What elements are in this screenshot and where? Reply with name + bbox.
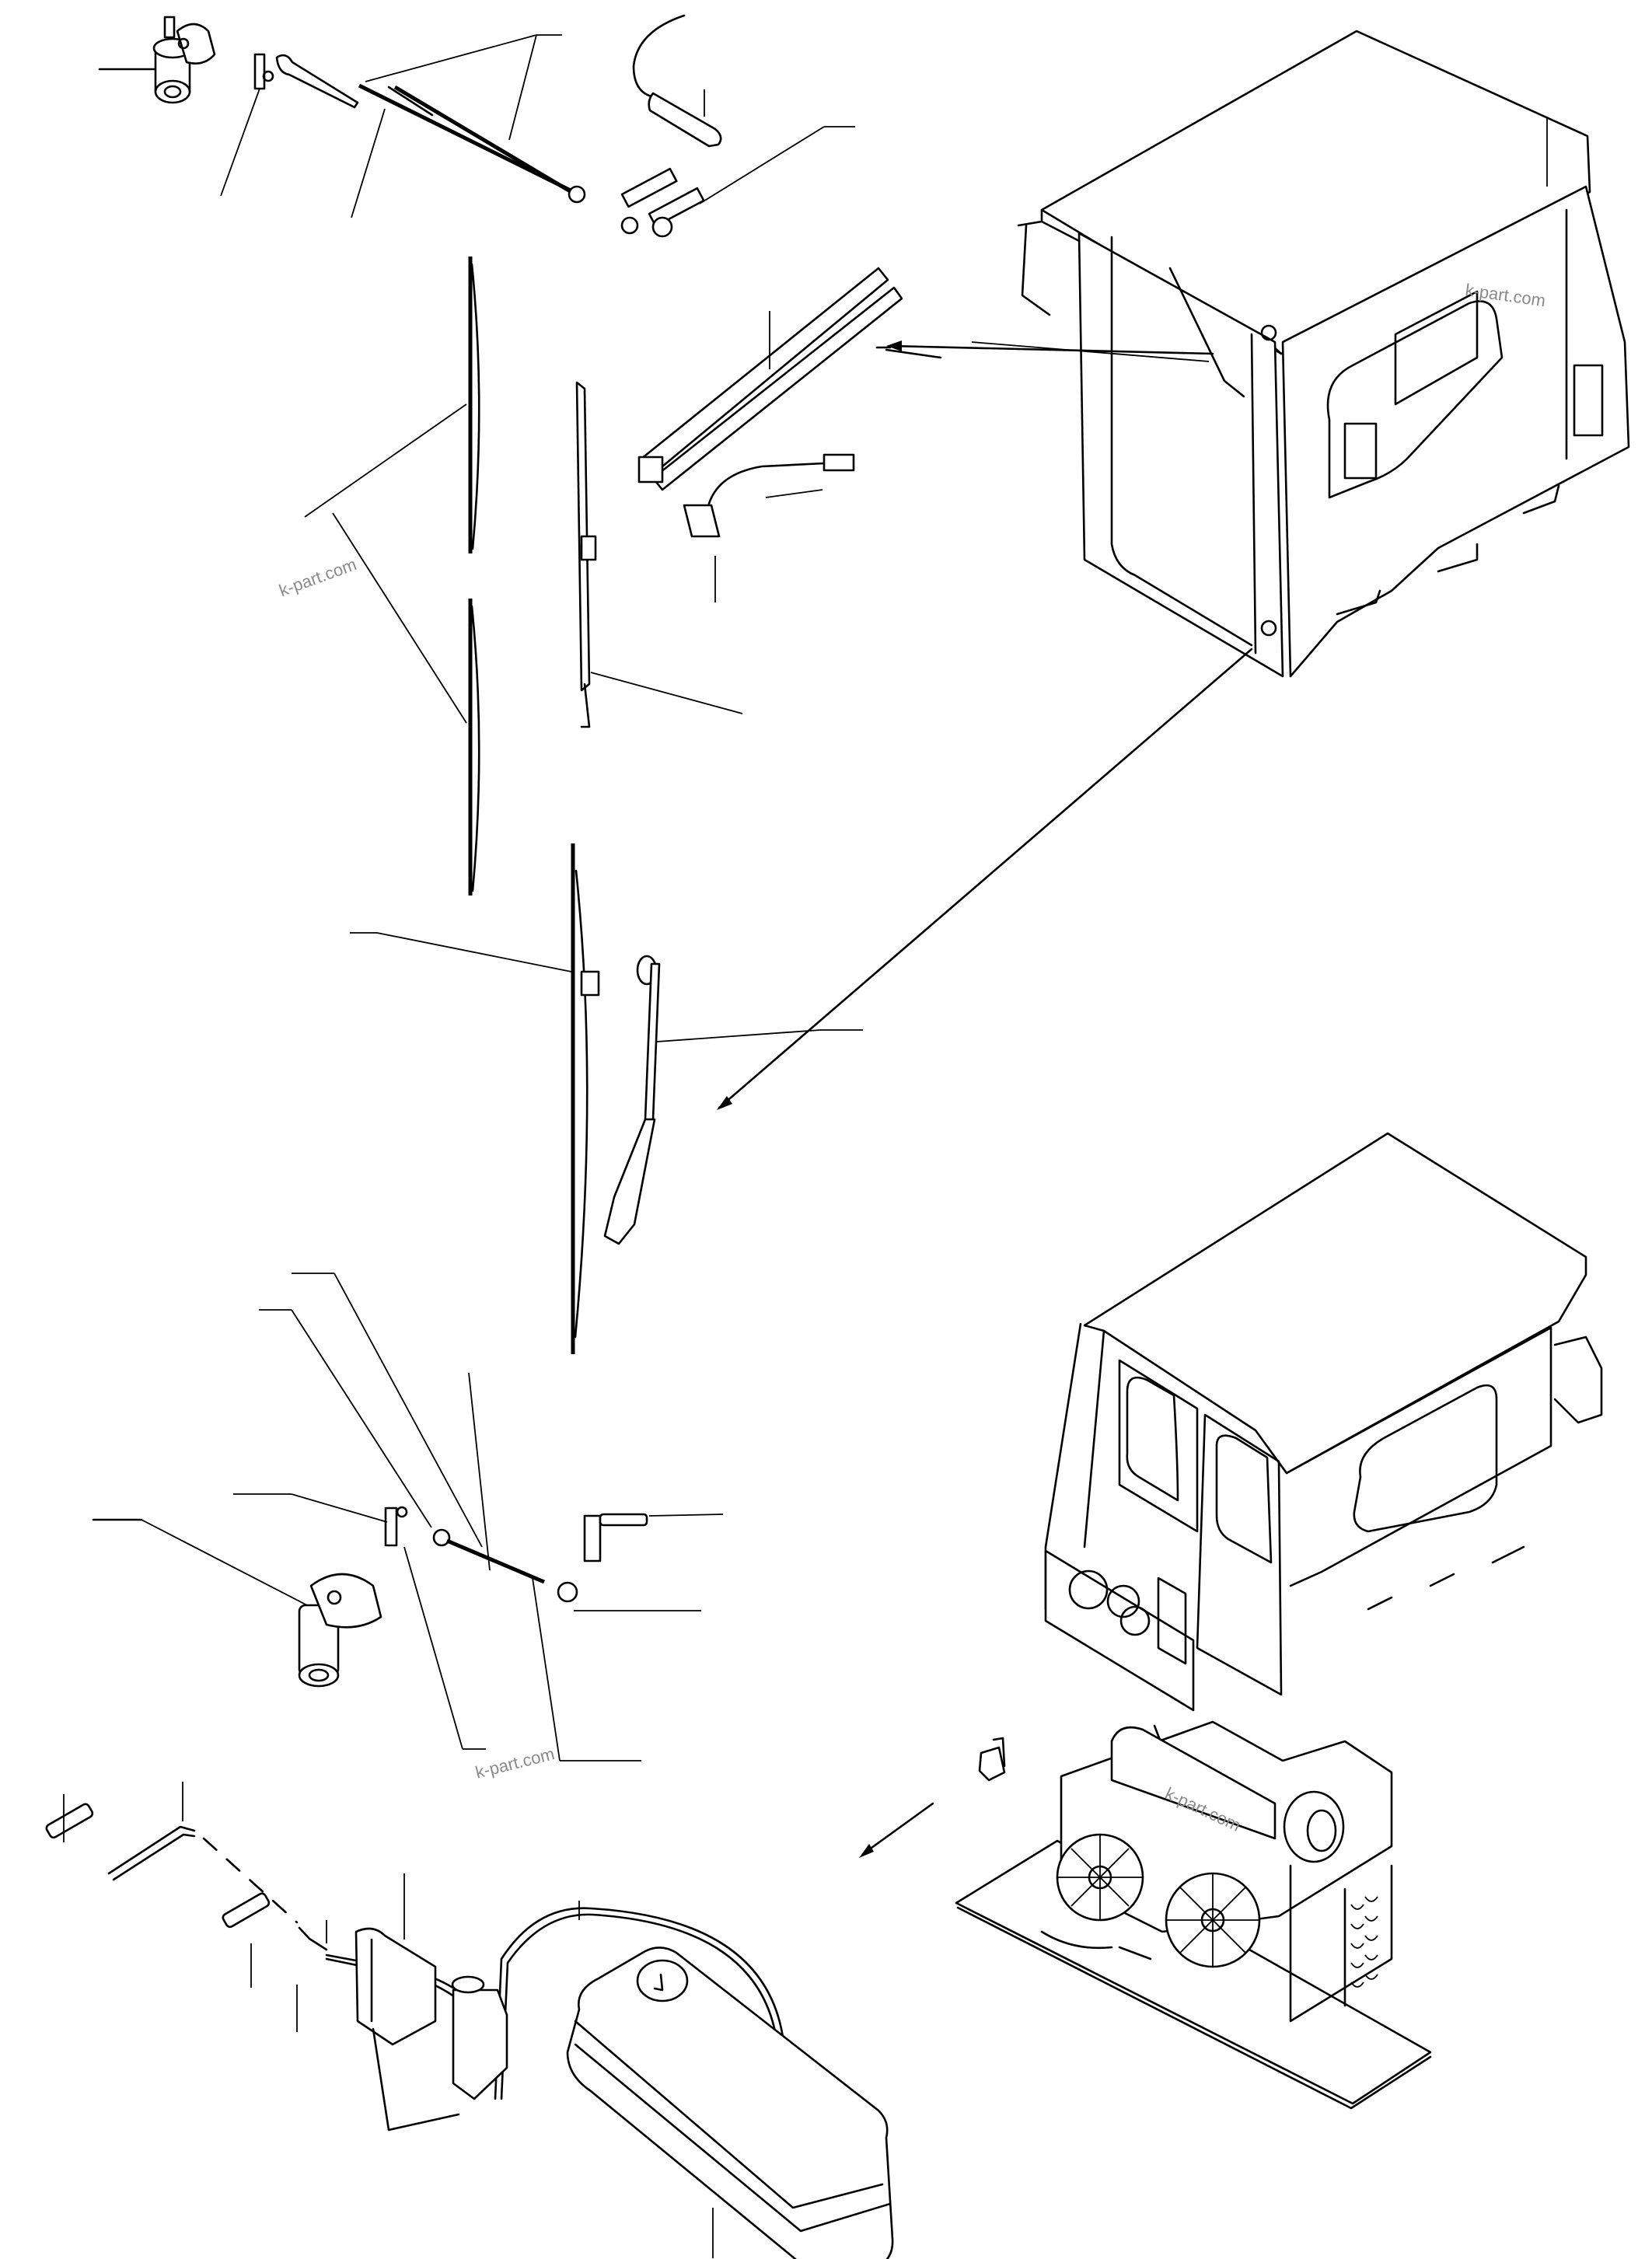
pivot-shaft (583, 1513, 724, 1562)
wiper-motor-lower (92, 1518, 382, 1688)
pantograph-arm (637, 267, 942, 491)
wiper-linkage-top (275, 34, 586, 218)
linkage-lower (233, 1273, 701, 1761)
washer-hose-fitting (683, 453, 855, 602)
switch (978, 1737, 1006, 1782)
wiper-motor-top (98, 16, 216, 104)
washer-tank (566, 1947, 894, 2259)
wiper-link-bracket-top (220, 53, 274, 197)
ac-unit (955, 1720, 1432, 2110)
wiper-arm-straight (575, 381, 743, 728)
washer-hoses (107, 1782, 787, 2132)
washer-nozzles-top (620, 126, 855, 238)
washer-nozzles-lower (45, 1794, 271, 1988)
cab-front-view (971, 30, 1630, 678)
wiper-blade-pair (304, 257, 480, 896)
wiper-arm-curved (603, 955, 863, 1245)
wiper-blade-long (350, 843, 600, 1354)
cab-rear-view (1044, 1132, 1603, 1712)
washer-pump (354, 1927, 508, 2132)
sensor-cable (632, 14, 722, 148)
